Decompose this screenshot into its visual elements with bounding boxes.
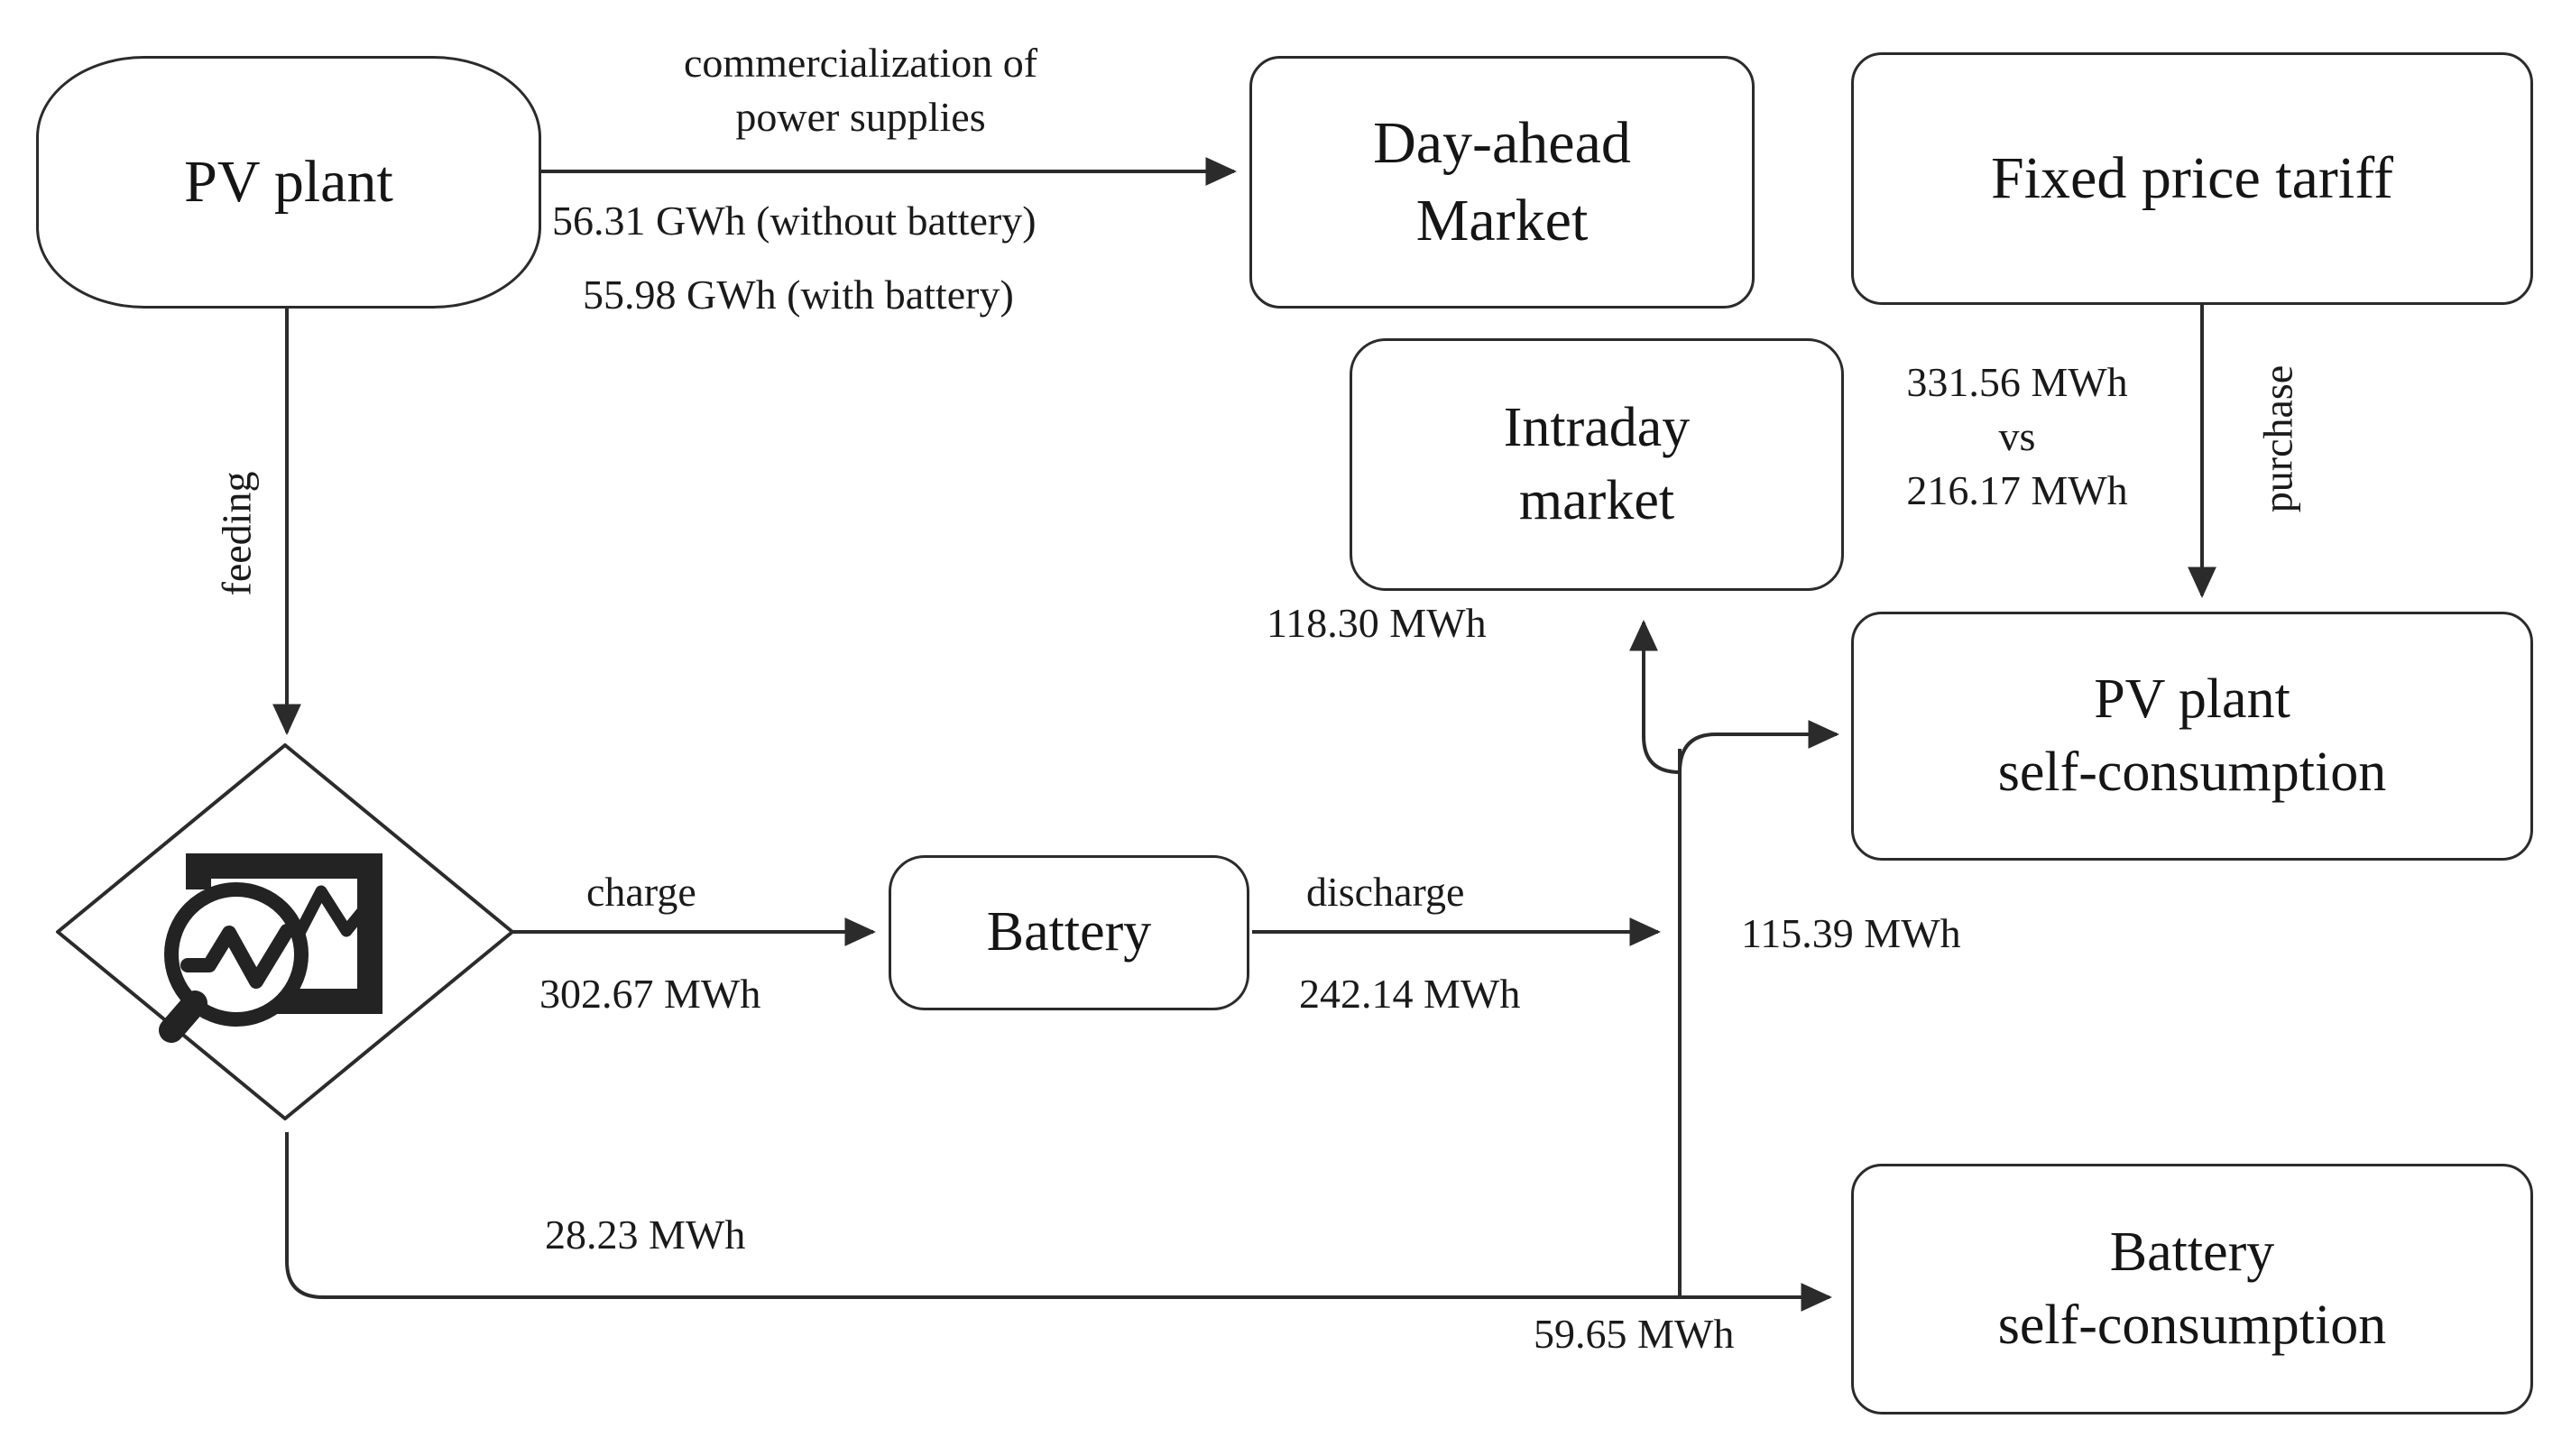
node-pv-self-consumption-label: PV plant self-consumption — [1997, 668, 2387, 803]
node-pv-plant-label: PV plant — [184, 149, 393, 216]
edge-label-commercialization: commercialization of power supplies — [683, 40, 1038, 140]
node-day-ahead-market-label: Day-ahead Market — [1373, 110, 1631, 253]
node-day-ahead-market[interactable]: Day-ahead Market — [1249, 56, 1755, 309]
node-pv-plant[interactable]: PV plant — [36, 56, 541, 309]
node-battery-self-consumption-label: Battery self-consumption — [1997, 1221, 2387, 1356]
node-battery[interactable]: Battery — [889, 855, 1249, 1010]
edge-label-28-23-mwh: 28.23 MWh — [545, 1212, 746, 1258]
edge-label-commercialization-without-battery: 56.31 GWh (without battery) — [552, 198, 1037, 244]
node-battery-label: Battery — [986, 901, 1152, 963]
node-fixed-price-tariff-label: Fixed price tariff — [1991, 145, 2393, 212]
edge-label-charge: charge — [586, 869, 696, 915]
node-intraday-market[interactable]: Intraday market — [1350, 338, 1844, 591]
edge-decision-to-battery-selfconsumption — [285, 1132, 1832, 1312]
edge-label-feeding: feeding — [213, 471, 260, 596]
edge-label-59-65-mwh: 59.65 MWh — [1534, 1311, 1735, 1357]
edge-label-118-30-mwh: 118.30 MWh — [1267, 600, 1487, 646]
edge-label-discharge: discharge — [1306, 869, 1465, 915]
node-battery-self-consumption[interactable]: Battery self-consumption — [1851, 1164, 2533, 1415]
edge-bus-to-pv-selfconsumption — [1678, 720, 1839, 773]
node-pv-self-consumption[interactable]: PV plant self-consumption — [1851, 612, 2533, 861]
edge-label-commercialization-with-battery: 55.98 GWh (with battery) — [583, 272, 1014, 318]
edge-label-115-39-mwh: 115.39 MWh — [1741, 910, 1961, 956]
edge-label-tariff-comparison: 331.56 MWh vs 216.17 MWh — [1906, 359, 2128, 513]
node-decision-diamond[interactable] — [51, 738, 520, 1126]
edge-label-purchase: purchase — [2254, 364, 2301, 513]
edge-bus-to-intraday — [1629, 620, 1681, 774]
node-fixed-price-tariff[interactable]: Fixed price tariff — [1851, 52, 2533, 305]
chart-analysis-icon — [159, 853, 382, 1043]
edge-label-charge-value: 302.67 MWh — [539, 971, 761, 1017]
edge-label-discharge-value: 242.14 MWh — [1299, 971, 1521, 1017]
node-intraday-market-label: Intraday market — [1503, 397, 1691, 531]
